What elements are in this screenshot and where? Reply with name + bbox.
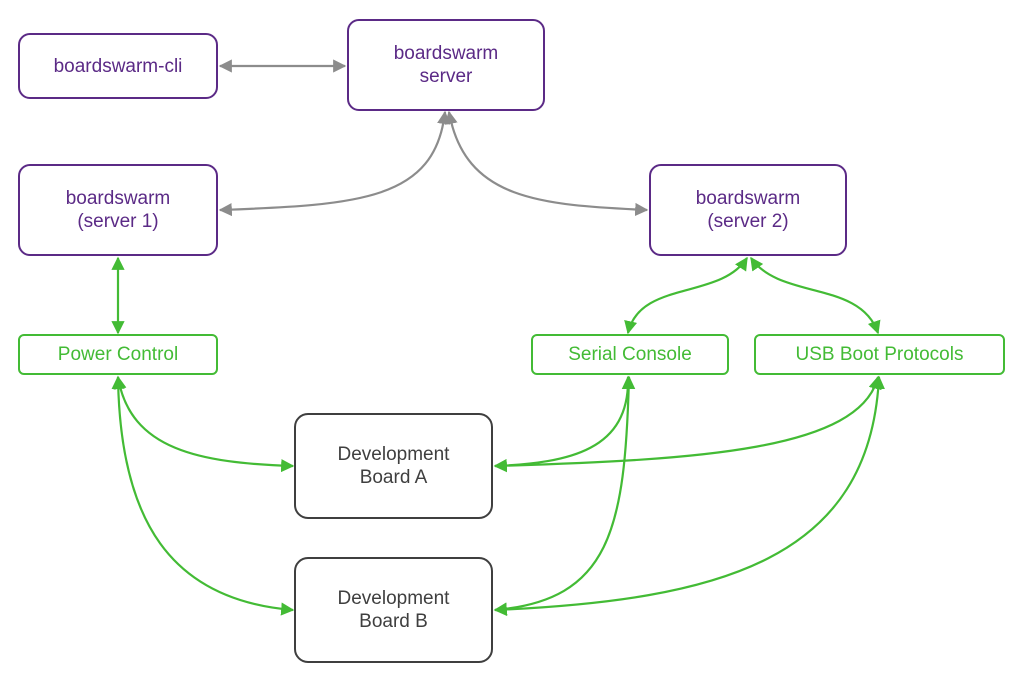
edge-serial-boardA — [493, 375, 635, 473]
node-boardswarm-server: boardswarm server — [347, 19, 545, 111]
node-development-board-a: Development Board A — [294, 413, 493, 519]
node-label: Serial Console — [568, 344, 692, 365]
node-label: Development Board B — [337, 588, 450, 632]
edge-server-server1 — [218, 110, 451, 217]
node-boardswarm-server1: boardswarm (server 1) — [18, 164, 218, 256]
node-power-control: Power Control — [18, 334, 218, 375]
node-label: Power Control — [57, 344, 179, 365]
node-label: boardswarm (server 1) — [65, 188, 171, 232]
node-boardswarm-server2: boardswarm (server 2) — [649, 164, 847, 256]
node-boardswarm-cli: boardswarm-cli — [18, 33, 218, 99]
edge-serial-boardB — [493, 375, 636, 616]
edge-server2-serial — [624, 256, 748, 335]
edge-server2-usb — [750, 256, 881, 335]
node-development-board-b: Development Board B — [294, 557, 493, 663]
edge-power-boardA — [113, 375, 295, 473]
node-label: boardswarm server — [393, 43, 499, 87]
edge-usb-boardB — [493, 375, 885, 617]
edge-power-boardB — [111, 375, 295, 616]
node-label: boardswarm (server 2) — [695, 188, 801, 232]
node-label: boardswarm-cli — [53, 55, 183, 77]
node-usb-boot-protocols: USB Boot Protocols — [754, 334, 1005, 375]
edge-server-server2 — [444, 110, 649, 217]
node-label: USB Boot Protocols — [795, 344, 964, 365]
node-label: Development Board A — [337, 444, 450, 488]
edge-usb-boardA — [493, 375, 882, 473]
node-serial-console: Serial Console — [531, 334, 729, 375]
